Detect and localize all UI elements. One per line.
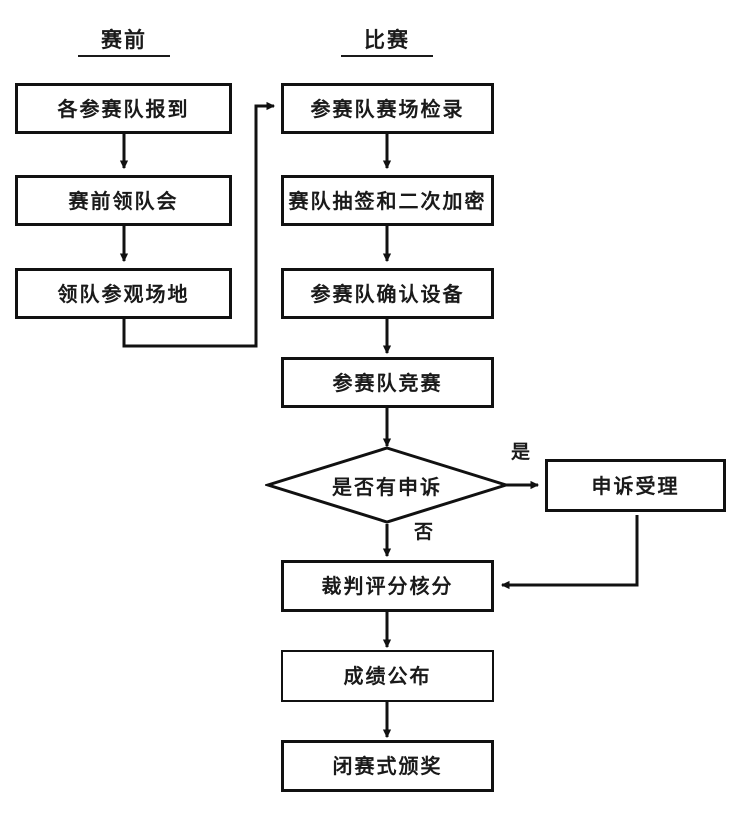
edge-label-yes: 是	[511, 443, 530, 462]
column-title-match-underline	[341, 55, 433, 57]
edge-label-no: 否	[414, 523, 433, 542]
node-competition[interactable]: 参赛队竞赛	[281, 357, 494, 408]
column-title-pre-match-underline	[78, 55, 170, 57]
node-results-announcement[interactable]: 成绩公布	[281, 650, 494, 702]
node-equipment-confirm-label: 参赛队确认设备	[310, 281, 465, 306]
edge-appeal-to-scoring	[500, 515, 639, 590]
column-title-pre-match: 赛前	[78, 30, 170, 57]
edge-label-no-text: 否	[414, 521, 434, 543]
node-pre-match-leader-meeting-label: 赛前领队会	[68, 188, 179, 213]
node-appeal-decision[interactable]: 是否有申诉	[265, 445, 509, 525]
column-title-pre-match-label: 赛前	[101, 28, 147, 52]
column-title-match-label: 比赛	[364, 28, 410, 52]
node-judge-scoring[interactable]: 裁判评分核分	[281, 560, 494, 612]
edge-label-yes-text: 是	[511, 441, 531, 463]
node-draw-and-encryption-label: 赛队抽签和二次加密	[288, 188, 487, 213]
node-judge-scoring-label: 裁判评分核分	[321, 574, 454, 598]
decision-diamond-shape	[265, 446, 509, 524]
node-closing-ceremony[interactable]: 闭赛式颁奖	[281, 740, 494, 792]
node-draw-and-encryption[interactable]: 赛队抽签和二次加密	[281, 175, 494, 226]
node-leader-venue-tour-label: 领队参观场地	[57, 281, 190, 306]
node-team-check-in-label: 各参赛队报到	[57, 96, 190, 121]
node-pre-match-leader-meeting[interactable]: 赛前领队会	[15, 175, 232, 226]
column-title-match: 比赛	[341, 30, 433, 57]
node-team-check-in[interactable]: 各参赛队报到	[15, 83, 232, 134]
node-appeal-handling-label: 申诉受理	[591, 473, 680, 498]
node-results-announcement-label: 成绩公布	[343, 664, 432, 688]
node-closing-ceremony-label: 闭赛式颁奖	[332, 754, 443, 778]
node-venue-roll-call[interactable]: 参赛队赛场检录	[281, 83, 494, 134]
node-competition-label: 参赛队竞赛	[332, 370, 443, 395]
node-equipment-confirm[interactable]: 参赛队确认设备	[281, 268, 494, 319]
node-venue-roll-call-label: 参赛队赛场检录	[310, 96, 465, 121]
node-appeal-handling[interactable]: 申诉受理	[545, 459, 726, 512]
node-leader-venue-tour[interactable]: 领队参观场地	[15, 268, 232, 319]
